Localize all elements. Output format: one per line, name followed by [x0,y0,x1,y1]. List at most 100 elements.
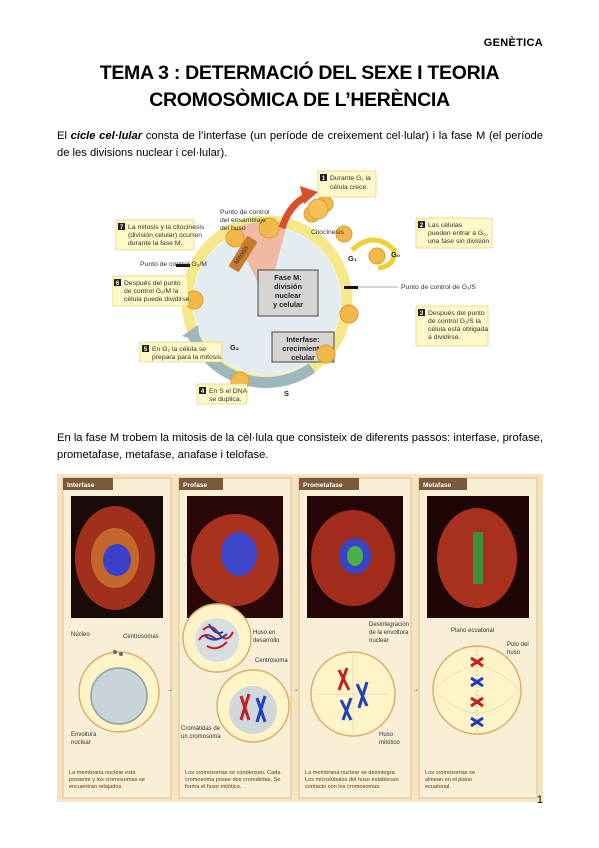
micrograph-prometafase [307,496,403,618]
step-3-line-1: Después del punto [428,310,485,317]
s-label: S [284,389,289,398]
checkpoint-spindle-line-3: del huso [220,225,246,232]
caption-profase-2: cromosoma posee dos cromátidas. Se [185,777,280,783]
step-4-number-box [199,387,206,394]
step-1-line-2: célula crece. [330,184,368,191]
step-3-box [415,305,489,347]
schematic-profase [182,603,290,743]
title-line-1: TEMA 3 : DETERMACIÓ DEL SEXE I TEORIA [99,62,500,84]
step-1-number-box [320,174,327,181]
caption-prometafase-3: contacto con los cromosomas. [305,784,381,790]
mitosis-figure: Interfase Profase Prometafase Metafase [57,474,543,802]
micrograph-interfase [71,496,163,618]
label-huso-2: desarrollo [253,638,280,644]
checkpoint-g2m-bar [176,264,190,267]
step-4-box [196,383,248,405]
label-cromatidas-1: Cromátidas de [181,726,221,732]
mitosis-tag [229,236,257,272]
interphase-label-1: Interfase: [286,335,319,344]
section-header: GENÈTICA [483,37,543,49]
citocinesis-arrowhead [300,186,318,204]
label-envoltura-2: nuclear [71,740,91,746]
intro-paragraph: El cicle cel·lular consta de l’interfase… [57,128,543,162]
label-envoltura-1: Envoltura [71,732,97,738]
label-desint-3: nuclear [369,638,389,644]
caption-interfase-1: La membrana nuclear está [69,770,136,776]
step-5-box [139,341,223,363]
step-2-line-1: Las células [428,222,463,229]
phase-m-label-1: Fase M: [274,273,302,282]
step-6-box [112,275,189,307]
panel-title-prometafase: Prometafase [303,482,343,489]
step-6-number-box [114,279,121,286]
caption-prometafase-2: Los microtúbulos del huso establecen [305,777,399,783]
step-6-line-1: Después del punto [124,280,181,287]
phase-m-label-2: división [274,282,302,291]
g0-label: G₀ [391,250,400,259]
checkpoint-g1s-label: Punto de control de G₁/S [401,284,476,291]
s-arrowhead [182,325,200,342]
label-huso-1: Huso en [253,630,275,636]
schematic-prometafase [310,651,396,737]
g2-label: G₂ [230,343,239,352]
checkpoint-spindle-line-1: Punto de control [220,209,270,216]
caption-metafase-1: Los cromosomas se [425,770,475,776]
step-3-line-3: célula está obligada [428,326,488,333]
step-2-line-3: una fase sin división [428,238,489,245]
label-nucleo: Núcleo [71,632,90,638]
label-centrosomas: Centrosomas [123,634,159,640]
label-plano: Plano ecuatorial [451,628,494,634]
panel-title-interfase: Interfase [67,482,95,489]
interphase-label-2: crecimiento [282,344,324,353]
caption-profase-3: forma el huso mitótico. [185,784,242,790]
step-5-line-2: prepara para la mitosis. [152,354,223,361]
cell-cycle-diagram: Fase M: división nuclear y celular Inter… [112,170,493,405]
step-2-line-2: pueden entrar a G₀, [428,230,488,237]
page-number: 1 [536,794,543,806]
caption-profase-1: Los cromosomas se condensan. Cada [185,770,281,776]
step-7-number-box [118,223,125,230]
caption-interfase-3: encuentran relajados. [69,784,123,790]
step-2-number-box [418,221,425,228]
step-1-line-1: Durante G₁ la [330,175,371,182]
label-desint-1: Desintegración [369,622,409,628]
caption-metafase-2: alinean en el plano [425,777,472,783]
label-centrosoma: Centrosoma [255,658,288,664]
label-husom-2: mitótico [379,740,400,746]
step-6-line-2: de control G₂/M la [124,288,179,295]
checkpoint-g1s-bar [344,286,358,289]
g0-loop [350,237,397,271]
panel-title-profase: Profase [183,482,208,489]
intro-term: cicle cel·lular [70,130,143,142]
step-4-number: 4 [201,389,205,395]
header-bg-profase [179,478,223,490]
micrograph-profase [187,496,283,618]
header-bg-interfase [63,478,113,490]
title-line-2: CROMOSÒMICA DE L’HERÈNCIA [149,89,450,111]
step-3-line-4: a dividirse. [428,334,461,341]
checkpoint-spindle-line-2: del ensamblaje [220,217,266,224]
caption-metafase-3: ecuatorial. [425,784,451,790]
micrograph-metafase [427,496,529,618]
step-4-line-2: se duplica. [209,396,242,403]
step-2-number: 2 [420,223,424,229]
interphase-label-3: celular [291,353,315,362]
mitosis-paragraph: En la fase M trobem la mitosis de la cèl… [57,432,543,461]
header-bg-prometafase [299,478,359,490]
caption-prometafase-1: La membrana nuclear se desintegra. [305,770,397,776]
step-7-line-2: (división celular) ocurren [128,232,202,239]
step-1-number: 1 [322,176,326,182]
step-7-number: 7 [120,225,124,231]
step-5-number-box [142,345,149,352]
g1-label: G₁ [348,254,357,263]
label-husom-1: Huso [379,732,394,738]
arrow-1-icon: → [167,687,173,693]
label-polo-1: Polo del [507,642,529,648]
step-3-line-2: de control G₁/S la [428,318,481,325]
step-7-box [115,219,195,251]
schematic-interfase [78,650,160,733]
arrow-3-icon: → [413,687,419,693]
phase-m-label-3: nuclear [275,291,301,300]
step-5-number: 5 [144,347,148,353]
label-polo-2: huso [507,650,521,656]
